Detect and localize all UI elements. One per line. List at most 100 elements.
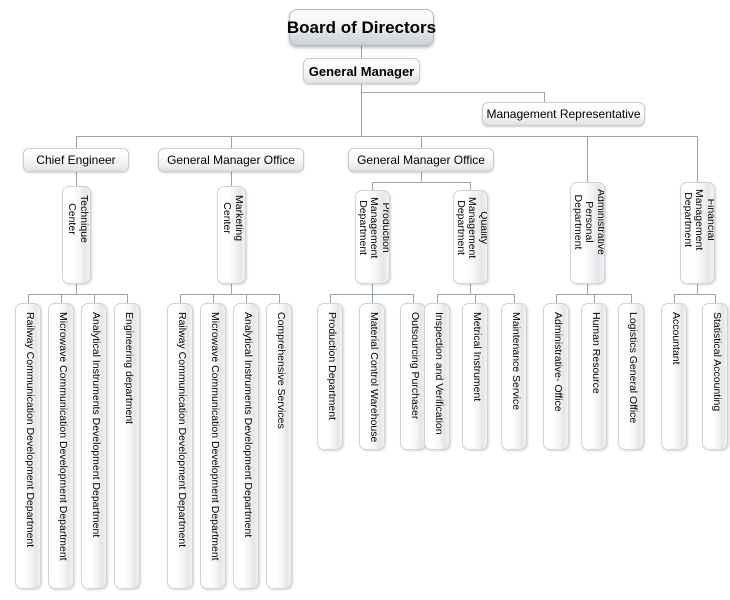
connector-to-gm-office-2 (421, 136, 422, 148)
connector-to-production (372, 182, 373, 190)
node-label: General Manager (308, 63, 415, 79)
leaf-quality-1[interactable]: Inspection and Verification (424, 303, 450, 450)
connector-gm-to-mgmt-rep-h (361, 92, 545, 93)
leaf-label: Administrative- Office (551, 312, 564, 412)
connector-to-gm-office-1 (231, 136, 232, 148)
leaf-label: Microwave Communication Development Depa… (56, 312, 69, 561)
connector-gmoffice2-down (421, 172, 422, 182)
connector-production-down (372, 284, 373, 294)
node-label: Technique Center (66, 195, 91, 243)
leaf-label: Engineering department (122, 312, 135, 425)
node-production-management-department[interactable]: Production Management Department (355, 190, 390, 284)
connector-marketing-leaf-1 (180, 294, 181, 303)
connector-marketing-leaf-4 (279, 294, 280, 303)
leaf-technique-3[interactable]: Analytical Instruments Development Depar… (81, 303, 107, 589)
connector-production-leaf-3 (413, 294, 414, 303)
connector-technique-leaf-3 (94, 294, 95, 303)
node-administrative-personal-department[interactable]: Administrative Personal Department (570, 182, 605, 284)
node-board-of-directors[interactable]: Board of Directors (287, 9, 436, 46)
leaf-label: Analytical Instruments Development Depar… (241, 312, 254, 538)
leaf-production-1[interactable]: Production Department (317, 303, 343, 450)
connector-chief-to-technique (76, 172, 77, 186)
leaf-technique-1[interactable]: Railway Communication Development Depart… (15, 303, 41, 589)
leaf-financial-1[interactable]: Accountant (661, 303, 687, 450)
leaf-label: Comprehensive Services (274, 312, 287, 429)
leaf-label: Statistical Accounting (710, 312, 723, 412)
leaf-label: Accountant (669, 312, 682, 365)
connector-technique-bar (28, 294, 128, 295)
leaf-marketing-1[interactable]: Railway Communication Development Depart… (167, 303, 193, 589)
leaf-financial-2[interactable]: Statistical Accounting (702, 303, 728, 450)
leaf-quality-2[interactable]: Metrical Instrument (462, 303, 488, 450)
connector-technique-leaf-2 (61, 294, 62, 303)
leaf-marketing-2[interactable]: Microwave Communication Development Depa… (200, 303, 226, 589)
connector-level1-bar (76, 136, 698, 137)
connector-production-leaf-1 (330, 294, 331, 303)
node-financial-management-department[interactable]: Financial Management Department (680, 182, 715, 284)
leaf-label: Metrical Instrument (470, 312, 483, 402)
node-label: Administrative Personal Department (571, 189, 605, 255)
connector-financial-leaf-1 (674, 294, 675, 303)
leaf-administrative-1[interactable]: Administrative- Office (543, 303, 569, 450)
node-label: General Manager Office (357, 153, 485, 167)
connector-administrative-leaf-3 (631, 294, 632, 303)
connector-gmoffice1-to-marketing (231, 172, 232, 186)
node-label: Production Management Department (356, 197, 390, 259)
leaf-label: Inspection and Verification (432, 312, 445, 435)
leaf-administrative-2[interactable]: Human Resource (581, 303, 607, 450)
node-label: Management Representative (486, 107, 641, 121)
connector-financial-down (697, 284, 698, 294)
connector-to-chief-engineer (76, 136, 77, 148)
leaf-label: Outsourcing Purchaser (408, 312, 421, 420)
connector-administrative-leaf-1 (556, 294, 557, 303)
leaf-label: Microwave Communication Development Depa… (208, 312, 221, 561)
connector-technique-leaf-1 (28, 294, 29, 303)
node-label: Quality Management Department (454, 197, 488, 259)
node-chief-engineer[interactable]: Chief Engineer (23, 148, 129, 172)
leaf-label: Human Resource (589, 312, 602, 394)
node-technique-center[interactable]: Technique Center (62, 186, 91, 284)
connector-gm-to-mgmt-rep-v (544, 92, 545, 102)
connector-quality-down (470, 284, 471, 294)
node-management-representative[interactable]: Management Representative (482, 102, 645, 126)
leaf-quality-3[interactable]: Maintenance Service (501, 303, 527, 450)
leaf-marketing-3[interactable]: Analytical Instruments Development Depar… (233, 303, 259, 589)
node-general-manager-office-1[interactable]: General Manager Office (158, 148, 304, 172)
leaf-label: Railway Communication Development Depart… (23, 312, 36, 548)
leaf-production-2[interactable]: Material Control Warehouse (359, 303, 385, 450)
leaf-label: Logistics General Office (626, 312, 639, 424)
leaf-technique-2[interactable]: Microwave Communication Development Depa… (48, 303, 74, 589)
leaf-label: Production Department (325, 312, 338, 420)
connector-gm-trunk (361, 84, 362, 136)
connector-marketing-down (231, 284, 232, 294)
connector-board-to-gm (361, 46, 362, 58)
leaf-marketing-4[interactable]: Comprehensive Services (266, 303, 292, 589)
leaf-label: Analytical Instruments Development Depar… (89, 312, 102, 538)
connector-financial-bar (674, 294, 716, 295)
leaf-label: Railway Communication Development Depart… (175, 312, 188, 548)
connector-marketing-leaf-2 (213, 294, 214, 303)
node-quality-management-department[interactable]: Quality Management Department (453, 190, 488, 284)
connector-financial-leaf-2 (715, 294, 716, 303)
connector-gmoffice2-bar (372, 182, 471, 183)
connector-technique-down (76, 284, 77, 294)
connector-to-quality (470, 182, 471, 190)
node-label: Financial Management Department (681, 189, 715, 251)
connector-marketing-bar (180, 294, 280, 295)
leaf-production-3[interactable]: Outsourcing Purchaser (400, 303, 426, 450)
node-general-manager-office-2[interactable]: General Manager Office (348, 148, 494, 172)
connector-to-financial (697, 136, 698, 182)
leaf-label: Material Control Warehouse (367, 312, 380, 443)
connector-technique-leaf-4 (127, 294, 128, 303)
node-marketing-center[interactable]: Marketing Center (217, 186, 246, 284)
leaf-administrative-3[interactable]: Logistics General Office (618, 303, 644, 450)
connector-to-administrative (587, 136, 588, 182)
connector-administrative-leaf-2 (594, 294, 595, 303)
leaf-technique-4[interactable]: Engineering department (114, 303, 140, 589)
node-label: Chief Engineer (36, 153, 116, 167)
leaf-label: Maintenance Service (509, 312, 522, 411)
node-general-manager[interactable]: General Manager (303, 58, 420, 84)
connector-quality-bar (437, 294, 515, 295)
connector-administrative-down (587, 284, 588, 294)
